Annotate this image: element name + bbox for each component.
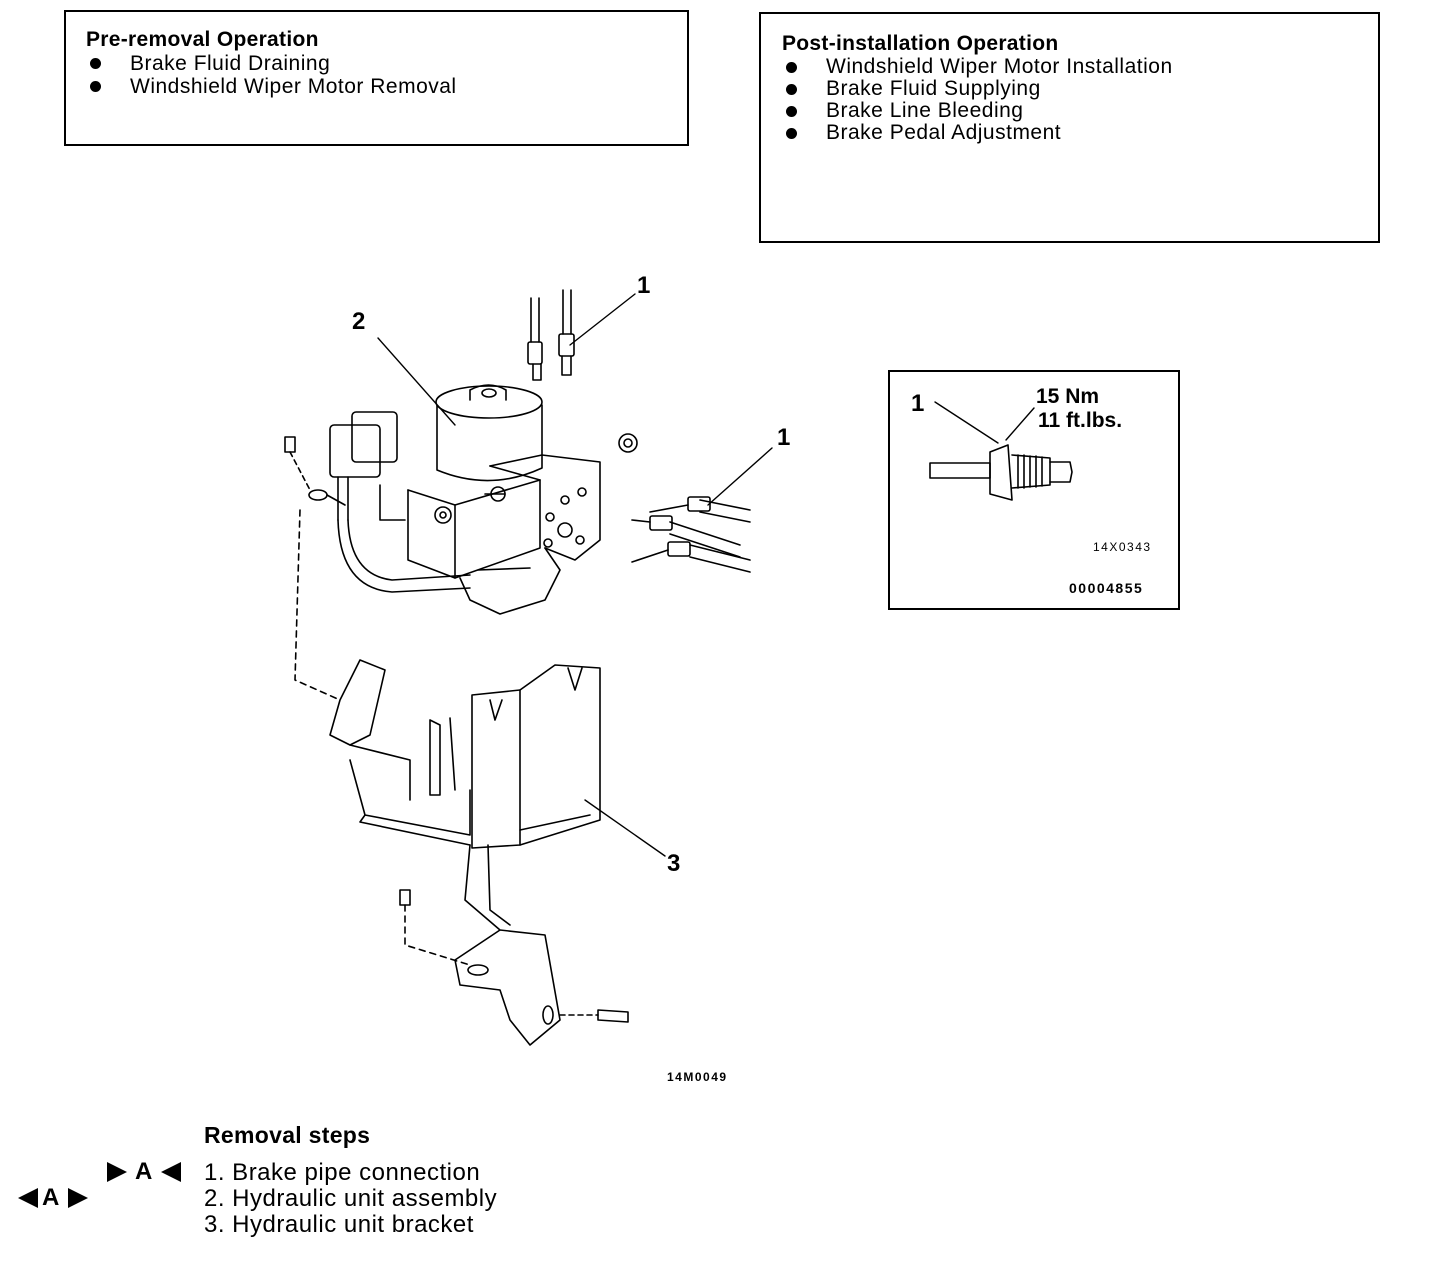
bullet-icon bbox=[786, 106, 797, 117]
torque-ftlbs: 11 ft.lbs. bbox=[1038, 409, 1123, 432]
service-symbol-a-removal: A bbox=[18, 1184, 88, 1217]
hydraulic-unit-bracket bbox=[294, 509, 629, 1046]
list-item-label: Brake Pedal Adjustment bbox=[826, 121, 1062, 144]
detail-code-1: 14X0343 bbox=[1093, 540, 1152, 554]
detail-code-2: 00004855 bbox=[1069, 580, 1144, 596]
list-item-label: Brake Line Bleeding bbox=[826, 99, 1024, 122]
post-installation-title: Post-installation Operation bbox=[782, 32, 1059, 55]
pre-removal-list: Brake Fluid Draining Windshield Wiper Mo… bbox=[86, 52, 457, 98]
list-item: 2. Hydraulic unit assembly bbox=[204, 1185, 498, 1212]
callout-brake-pipe-top: 1 bbox=[637, 272, 651, 299]
pre-removal-title: Pre-removal Operation bbox=[86, 28, 319, 51]
leader-lines bbox=[377, 293, 773, 857]
list-item-label: Windshield Wiper Motor Installation bbox=[826, 55, 1173, 78]
bullet-icon bbox=[786, 84, 797, 95]
removal-steps-list: 1. Brake pipe connection 2. Hydraulic un… bbox=[204, 1160, 497, 1238]
brake-pipe-right bbox=[631, 496, 751, 573]
figure-code: 14M0049 bbox=[667, 1070, 728, 1084]
list-item: Windshield Wiper Motor Removal bbox=[86, 75, 457, 98]
brake-pipe-top bbox=[527, 289, 575, 381]
torque-detail-box bbox=[888, 370, 1180, 610]
bullet-icon bbox=[786, 62, 797, 73]
bullet-icon bbox=[786, 128, 797, 139]
detail-fitting bbox=[929, 401, 1073, 501]
triangle-left-icon bbox=[18, 1188, 88, 1208]
list-item: Brake Line Bleeding bbox=[782, 100, 1173, 122]
pre-removal-box: Pre-removal Operation Brake Fluid Draini… bbox=[64, 10, 689, 146]
list-item-label: Brake Fluid Draining bbox=[130, 52, 331, 75]
callout-bracket: 3 bbox=[667, 850, 681, 877]
service-symbol-letter: A bbox=[135, 1158, 153, 1185]
removal-steps-title: Removal steps bbox=[204, 1122, 371, 1148]
list-item: Brake Pedal Adjustment bbox=[782, 122, 1173, 144]
list-item-label: Brake Fluid Supplying bbox=[826, 77, 1041, 100]
callout-brake-pipe-right: 1 bbox=[777, 424, 791, 451]
list-item-label: Windshield Wiper Motor Removal bbox=[130, 75, 457, 98]
torque-nm: 15 Nm bbox=[1036, 385, 1100, 408]
detail-callout: 1 bbox=[911, 390, 925, 417]
list-item: Brake Fluid Draining bbox=[86, 52, 457, 75]
list-item: 1. Brake pipe connection bbox=[204, 1159, 481, 1186]
post-installation-box: Post-installation Operation Windshield W… bbox=[759, 12, 1380, 243]
triangle-right-icon bbox=[107, 1162, 181, 1182]
list-item: Brake Fluid Supplying bbox=[782, 78, 1173, 100]
post-installation-list: Windshield Wiper Motor Installation Brak… bbox=[782, 56, 1173, 144]
bullet-icon bbox=[90, 58, 101, 69]
hydraulic-unit-body bbox=[407, 384, 638, 615]
bullet-icon bbox=[90, 81, 101, 92]
list-item: 3. Hydraulic unit bracket bbox=[204, 1211, 474, 1238]
service-symbol-letter: A bbox=[42, 1184, 60, 1211]
service-symbol-a-install: A bbox=[107, 1158, 181, 1191]
list-item: Windshield Wiper Motor Installation bbox=[782, 56, 1173, 78]
harness-connector bbox=[284, 411, 471, 593]
callout-hydraulic-unit: 2 bbox=[352, 308, 366, 335]
